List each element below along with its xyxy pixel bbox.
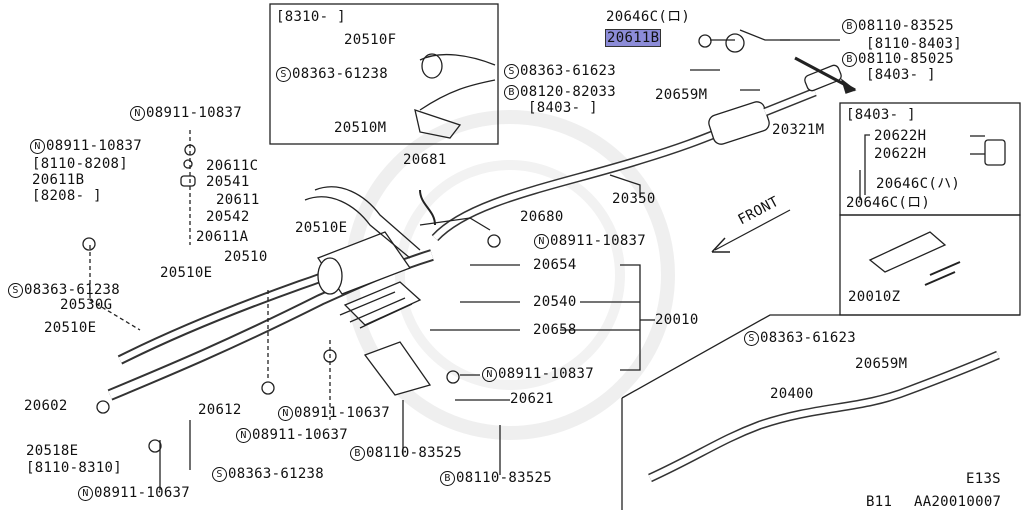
standard-part-icon: N [130,106,145,121]
standard-part-icon: N [78,486,93,501]
part-20518E[interactable]: 20518E [26,443,79,459]
part-20646C-ro-inset[interactable]: 20646C(ロ) [846,195,931,211]
part-20658[interactable]: 20658 [533,322,577,338]
part-20350[interactable]: 20350 [612,191,656,207]
part-20010Z[interactable]: 20010Z [848,289,901,305]
inset-top-frame [269,3,499,145]
part-20542[interactable]: 20542 [206,209,250,225]
standard-part-icon: S [504,64,519,79]
standard-part-icon: B [842,19,857,34]
part-20611B-highlighted[interactable]: 20611B [604,29,662,47]
standard-part-icon: B [350,446,365,461]
part-20510E-c[interactable]: 20510E [44,320,97,336]
standard-part-icon: S [8,283,23,298]
standard-part-icon: N [30,139,45,154]
part-20622H-a[interactable]: 20622H [874,128,927,144]
inset-right-date: [8403- ] [846,107,916,123]
bolt-08110-85025-date: [8403- ] [866,67,936,83]
part-20611B-date: [8208- ] [32,188,102,204]
part-20646C-ro[interactable]: 20646C(ロ) [606,9,691,25]
part-20611A[interactable]: 20611A [196,229,249,245]
part-20400[interactable]: 20400 [770,386,814,402]
part-20541[interactable]: 20541 [206,174,250,190]
standard-part-icon: N [278,406,293,421]
part-20681[interactable]: 20681 [403,152,447,168]
standard-part-icon: N [534,234,549,249]
standard-part-icon: S [212,467,227,482]
part-20321M[interactable]: 20321M [772,122,825,138]
inset-top-date: [8310- ] [276,9,346,25]
section-code: E13S [966,471,1001,487]
part-20659M-bottom[interactable]: 20659M [855,356,908,372]
figure-code: AA20010007 [914,494,1002,510]
part-20510[interactable]: 20510 [224,249,268,265]
part-20530G[interactable]: 20530G [60,297,113,313]
part-20602[interactable]: 20602 [24,398,68,414]
standard-part-icon: N [482,367,497,382]
standard-part-icon: B [842,52,857,67]
watermark-ring-inner [395,160,625,390]
part-20621[interactable]: 20621 [510,391,554,407]
part-20622H-b[interactable]: 20622H [874,146,927,162]
part-20654[interactable]: 20654 [533,257,577,273]
bolt-08120-82033-date: [8403- ] [528,100,598,116]
part-20540[interactable]: 20540 [533,294,577,310]
part-20680[interactable]: 20680 [520,209,564,225]
standard-part-icon: B [440,471,455,486]
part-20611B[interactable]: 20611B [32,172,85,188]
part-20659M-top[interactable]: 20659M [655,87,708,103]
standard-part-icon: S [276,67,291,82]
standard-part-icon: S [744,331,759,346]
part-20611[interactable]: 20611 [216,192,260,208]
model-code: B11 [866,494,893,510]
part-20612[interactable]: 20612 [198,402,242,418]
part-20010-assembly[interactable]: 20010 [655,312,699,328]
bolt-08110-83525-date: [8110-8403] [866,36,963,52]
part-20510E-a[interactable]: 20510E [295,220,348,236]
part-20646C-ha[interactable]: 20646C(ハ) [876,176,961,192]
part-20510F[interactable]: 20510F [344,32,397,48]
part-20510E-b[interactable]: 20510E [160,265,213,281]
part-20611C[interactable]: 20611C [206,158,259,174]
part-20510M[interactable]: 20510M [334,120,387,136]
nut-date-8110-8208: [8110-8208] [32,156,129,172]
standard-part-icon: N [236,428,251,443]
standard-part-icon: B [504,85,519,100]
part-20518E-date: [8110-8310] [26,460,123,476]
